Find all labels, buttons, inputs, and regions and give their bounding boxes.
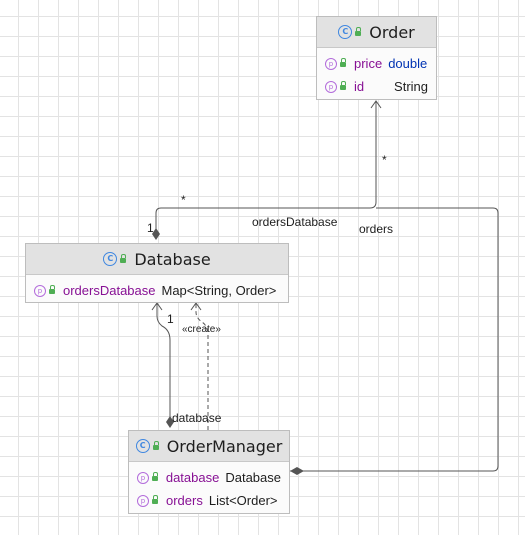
class-database-header: C Database <box>26 244 288 275</box>
field-row: p id String <box>325 75 428 98</box>
arrowhead-order-1 <box>370 100 382 109</box>
field-name: ordersDatabase <box>63 283 156 298</box>
field-type: String <box>394 79 428 94</box>
field-type: Map<String, Order> <box>161 283 277 298</box>
dependency-create <box>195 303 209 430</box>
class-icon: C <box>338 25 353 39</box>
class-ordermanager[interactable]: C OrderManager p database Database p ord… <box>128 430 290 514</box>
field-name: database <box>165 470 220 485</box>
association-label: ordersDatabase <box>252 215 338 229</box>
composition-diamond-database <box>152 228 160 240</box>
class-name: OrderManager <box>166 436 283 456</box>
visibility-public-icon <box>120 254 127 263</box>
visibility-public-icon <box>151 472 158 481</box>
class-order[interactable]: C Order p price double p id String <box>316 16 437 100</box>
multiplicity-label: 1 <box>147 221 154 235</box>
class-icon: C <box>135 439 150 453</box>
property-icon: p <box>137 494 149 507</box>
field-type: double <box>388 56 428 71</box>
field-name: price <box>354 56 383 71</box>
field-row: p price double <box>325 52 428 75</box>
property-icon: p <box>325 57 337 70</box>
multiplicity-label: * <box>181 193 186 207</box>
class-order-header: C Order <box>317 17 436 48</box>
class-name: Order <box>369 22 415 42</box>
arrowhead-database-2 <box>190 302 202 311</box>
visibility-public-icon <box>152 495 158 504</box>
multiplicity-label: * <box>382 153 387 167</box>
visibility-public-icon <box>340 58 346 67</box>
association-label: orders <box>359 222 394 236</box>
multiplicity-label: 1 <box>167 312 174 326</box>
visibility-public-icon <box>152 441 159 450</box>
arrowhead-database-1 <box>151 302 163 311</box>
association-ordersdatabase <box>155 101 377 234</box>
property-icon: p <box>325 80 337 93</box>
field-type: List<Order> <box>208 493 278 508</box>
field-name: orders <box>166 493 203 508</box>
association-label: database <box>172 411 222 425</box>
visibility-public-icon <box>355 27 362 36</box>
field-row: p orders List<Order> <box>137 489 281 512</box>
class-icon: C <box>103 252 118 266</box>
class-ordermanager-header: C OrderManager <box>129 431 289 462</box>
field-row: p database Database <box>137 466 281 489</box>
composition-diamond-database-assoc <box>166 416 174 428</box>
class-database[interactable]: C Database p ordersDatabase Map<String, … <box>25 243 289 303</box>
field-name: id <box>354 79 365 94</box>
class-name: Database <box>134 249 211 269</box>
stereotype-label: «create» <box>182 324 221 335</box>
composition-diamond-ordermanager <box>290 467 304 475</box>
association-database <box>156 303 171 424</box>
association-orders <box>290 207 499 472</box>
field-row: p ordersDatabase Map<String, Order> <box>34 279 280 302</box>
visibility-public-icon <box>340 81 346 90</box>
property-icon: p <box>34 284 46 297</box>
field-type: Database <box>225 470 281 485</box>
property-icon: p <box>137 471 149 484</box>
visibility-public-icon <box>49 285 55 294</box>
